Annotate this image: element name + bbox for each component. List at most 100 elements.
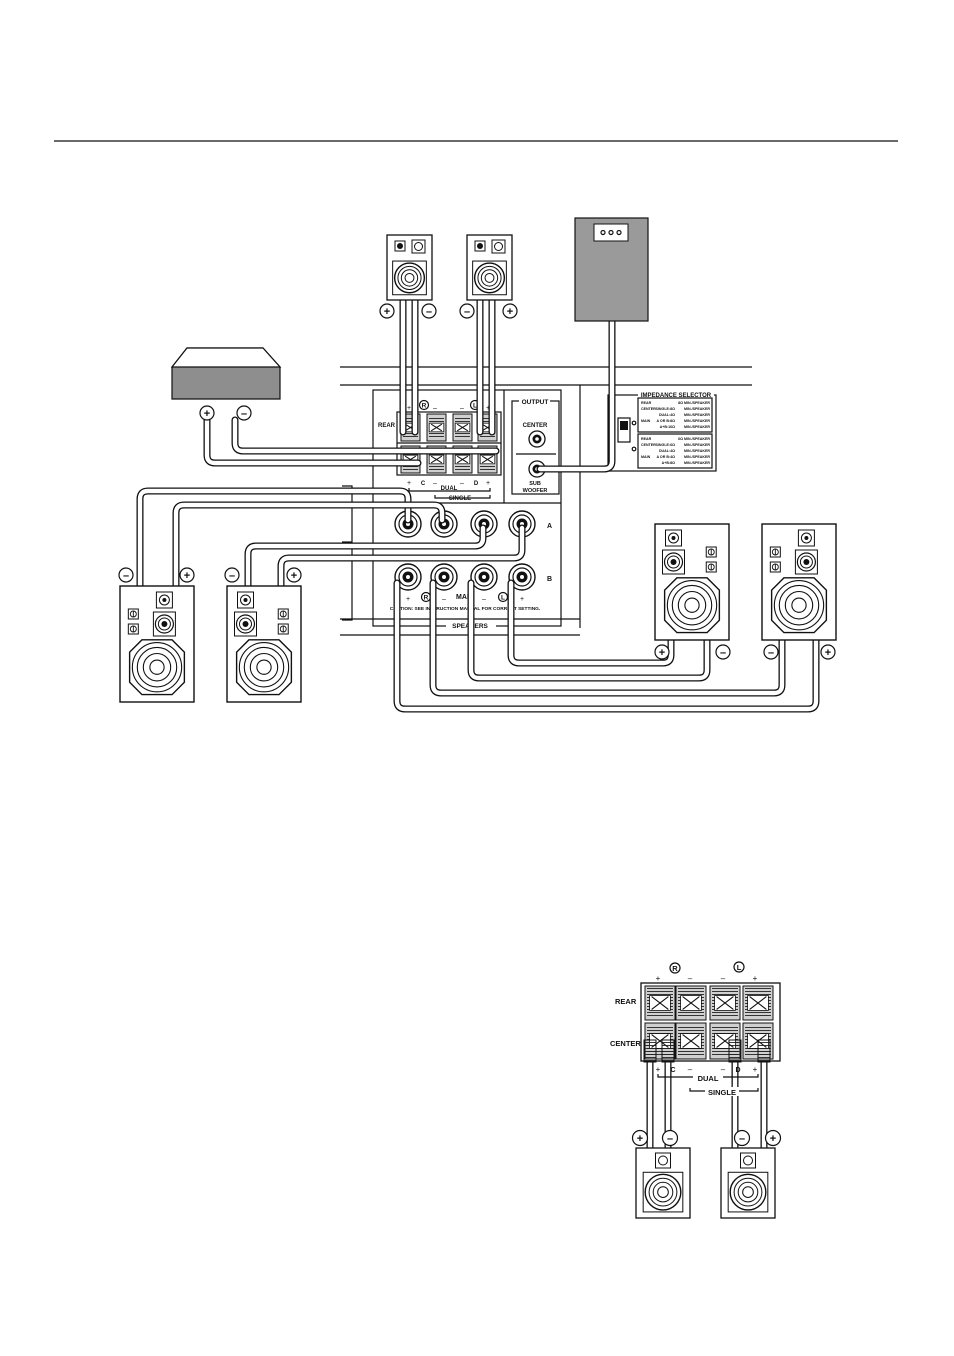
plus-sign-icon: + — [379, 303, 395, 319]
impedance-row-label: REAR — [641, 437, 652, 441]
main-speaker-b-left — [654, 523, 730, 641]
svg-text:WOOFER: WOOFER — [523, 488, 548, 494]
subwoofer — [574, 217, 649, 322]
plus-sign-icon: + — [654, 644, 670, 660]
main-a-left-plus-wire — [172, 501, 446, 590]
main-a-right-minus-wire — [244, 524, 487, 590]
main-speaker-b-right — [761, 523, 837, 641]
svg-text:+: + — [407, 480, 411, 487]
speaker-wires — [136, 296, 820, 713]
impedance-row-spec: MIN./SPEAKER — [684, 419, 710, 423]
detail-rear-terminal-1[interactable] — [644, 985, 676, 1021]
impedance-row-spec: MIN./SPEAKER — [684, 461, 710, 465]
svg-text:–: – — [482, 596, 486, 603]
main-jack-b-4[interactable] — [508, 563, 536, 591]
impedance-row-value: DUAL:4Ω — [659, 449, 675, 453]
svg-text:–: – — [464, 306, 470, 318]
svg-text:R: R — [672, 964, 678, 973]
detail-center-speaker-c — [635, 1147, 691, 1219]
main-speaker-a-right — [226, 585, 302, 703]
svg-text:L: L — [501, 595, 505, 602]
svg-text:+: + — [486, 405, 490, 412]
main-jack-b-2[interactable] — [430, 563, 458, 591]
impedance-row-value: A OR B:4Ω — [656, 455, 675, 459]
plus-sign-icon: + — [631, 1129, 649, 1147]
impedance-row-value: A+B:8Ω — [662, 461, 675, 465]
rear-label: REAR — [378, 423, 396, 429]
minus-sign-icon: – — [661, 1129, 679, 1147]
svg-text:–: – — [229, 570, 235, 582]
output-section: OUTPUT CENTER SUB WOOFER — [511, 398, 560, 495]
svg-text:+: + — [407, 405, 411, 412]
main-jack-a-4[interactable] — [508, 510, 536, 538]
svg-text:L: L — [473, 403, 477, 410]
detail-center-terminal-2[interactable] — [675, 1022, 707, 1060]
svg-text:+: + — [656, 974, 661, 983]
caution-text: CAUTION: SEE INSTRUCTION MANUAL FOR CORR… — [390, 606, 540, 612]
impedance-row-value: A+B:16Ω — [660, 425, 675, 429]
main-speaker-a-left — [119, 585, 195, 703]
center-output-jack[interactable] — [528, 430, 546, 448]
detail-terminal-diagram: R L + – – + REAR CENTER + C – – D + DUAL… — [610, 961, 781, 1154]
plus-sign-icon: + — [179, 567, 195, 583]
svg-text:–: – — [739, 1133, 745, 1145]
output-center-label: CENTER — [523, 423, 548, 429]
svg-text:+: + — [825, 647, 831, 659]
rear-speaker-l — [466, 234, 513, 301]
impedance-row-spec: MIN./SPEAKER — [684, 455, 710, 459]
minus-sign-icon: – — [459, 303, 475, 319]
main-b-far-plus-wire — [393, 579, 820, 713]
svg-text:–: – — [667, 1133, 673, 1145]
plus-sign-icon: + — [764, 1129, 782, 1147]
svg-text:–: – — [123, 570, 129, 582]
impedance-row-label: CENTER — [641, 443, 656, 447]
svg-text:+: + — [656, 1065, 661, 1074]
svg-text:–: – — [426, 306, 432, 318]
svg-text:R: R — [422, 403, 427, 410]
impedance-row-label: MAIN — [641, 419, 651, 423]
rear-terminal-2[interactable] — [426, 413, 447, 442]
main-a-right-plus-wire — [277, 524, 526, 590]
svg-text:–: – — [768, 647, 774, 659]
detail-wire-lead — [661, 1039, 675, 1063]
r-channel-mark — [418, 399, 430, 411]
svg-text:+: + — [204, 408, 210, 420]
svg-text:R: R — [424, 595, 429, 602]
impedance-title: IMPEDANCE SELECTOR — [641, 393, 712, 399]
output-label: OUTPUT — [522, 399, 549, 406]
svg-text:–: – — [433, 480, 437, 487]
plus-sign-icon: + — [286, 567, 302, 583]
detail-rear-terminal-4[interactable] — [742, 985, 774, 1021]
svg-text:+: + — [406, 596, 410, 603]
detail-rear-label: REAR — [615, 997, 637, 1006]
svg-text:–: – — [241, 408, 247, 420]
impedance-row-value: SINGLE:6Ω — [656, 443, 676, 447]
impedance-row-value: SINGLE:8Ω — [656, 407, 676, 411]
main-b-near-plus-wire — [507, 579, 675, 667]
minus-sign-icon: – — [224, 567, 240, 583]
svg-text:L: L — [737, 963, 742, 972]
detail-single-label: SINGLE — [708, 1088, 736, 1097]
detail-rear-terminal-3[interactable] — [709, 985, 741, 1021]
impedance-row-label: REAR — [641, 401, 652, 405]
minus-sign-icon: – — [421, 303, 437, 319]
svg-text:–: – — [688, 1065, 693, 1074]
svg-text:–: – — [721, 1065, 726, 1074]
impedance-row-spec: 6Ω MIN./SPEAKER — [678, 437, 710, 441]
plus-sign-icon: + — [502, 303, 518, 319]
minus-sign-icon: – — [715, 644, 731, 660]
svg-text:+: + — [184, 570, 190, 582]
center-speaker — [170, 347, 282, 400]
detail-rear-terminal-2[interactable] — [675, 985, 707, 1021]
main-a-left-minus-wire — [136, 487, 412, 590]
svg-text:–: – — [721, 974, 726, 983]
main-jack-b-3[interactable] — [470, 563, 498, 591]
b-row-label: B — [547, 576, 552, 583]
minus-sign-icon: – — [733, 1129, 751, 1147]
rear-terminal-3[interactable] — [452, 413, 473, 442]
plus-sign-icon: + — [820, 644, 836, 660]
main-jack-b-1[interactable] — [394, 563, 422, 591]
center-plus-wire — [203, 416, 422, 467]
